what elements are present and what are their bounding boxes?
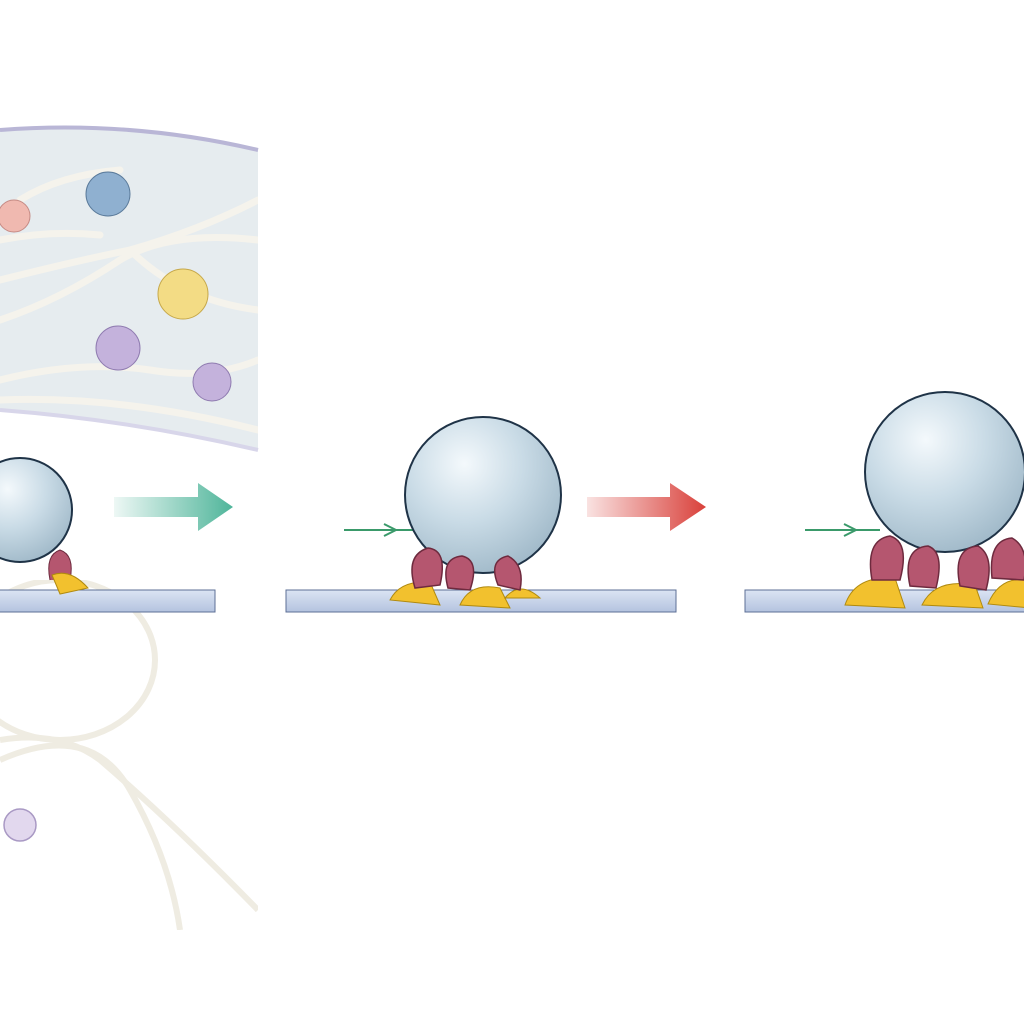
ligand [51,572,89,595]
stage-2 [285,416,677,613]
ligands [389,581,542,609]
particle-pink [0,199,31,233]
red-progress-arrow [587,483,706,531]
particle-yellow [157,268,209,320]
particle-purple [192,362,232,402]
receptors [869,535,1024,591]
flow-arrow [805,523,880,537]
faded-vessel-sketch [0,580,258,930]
particle [3,808,37,842]
cell-sphere [0,457,73,563]
cell-sphere [864,391,1024,553]
particle-blue [85,171,131,217]
stage-3 [744,391,1024,613]
particle-purple [95,325,141,371]
receptors [411,547,522,591]
magnified-inset [0,125,259,452]
teal-progress-arrow [114,483,233,531]
receptor [48,549,72,581]
cell-sphere [404,416,562,574]
substrate-surface [0,589,216,613]
stage-1 [0,457,216,613]
